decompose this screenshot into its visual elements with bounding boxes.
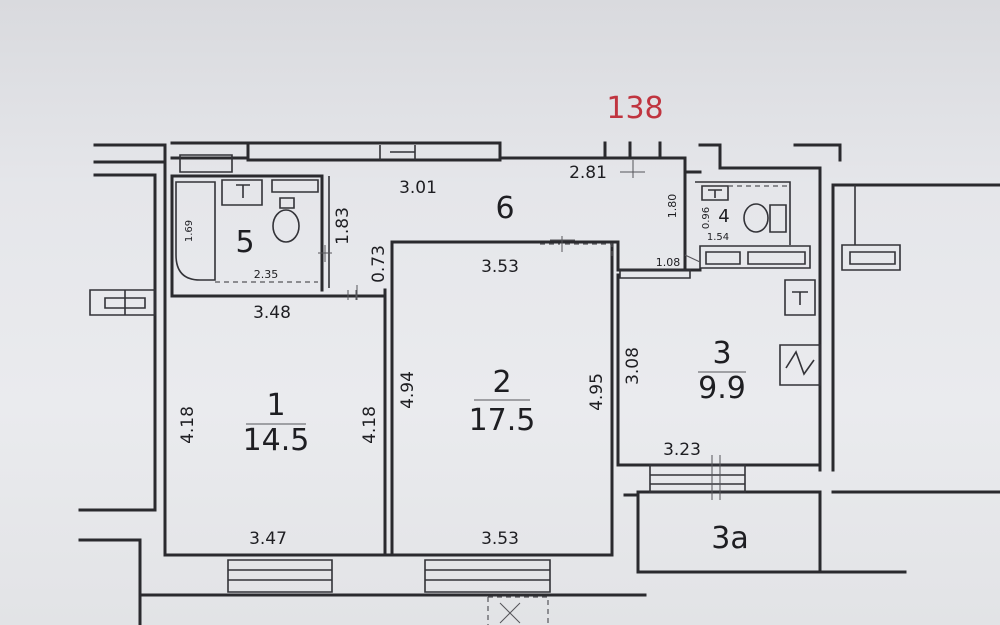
dim-347: 3.47 (249, 529, 287, 549)
dim-154: 1.54 (707, 232, 729, 243)
room-5-number: 5 (235, 225, 254, 260)
dim-169: 1.69 (184, 220, 195, 242)
dim-353-bottom: 3.53 (481, 529, 519, 549)
dim-108: 1.08 (656, 256, 681, 269)
dim-180: 1.80 (666, 194, 679, 219)
dim-348: 3.48 (253, 303, 291, 323)
building-number: 138 (606, 91, 663, 126)
dim-096: 0.96 (701, 207, 712, 229)
interior-walls (170, 160, 1000, 574)
dim-418-left: 4.18 (178, 406, 198, 444)
dim-308: 3.08 (623, 347, 643, 385)
room-2-number: 2 (492, 365, 511, 400)
room-1-number: 1 (266, 388, 285, 423)
room-1-area: 14.5 (243, 423, 310, 458)
dim-495: 4.95 (587, 373, 607, 411)
room-3-number: 3 (712, 336, 731, 371)
dim-301: 3.01 (399, 178, 437, 198)
dim-323: 3.23 (663, 440, 701, 460)
room-3-area: 9.9 (698, 371, 746, 406)
dim-281: 2.81 (569, 163, 607, 183)
dim-073: 0.73 (369, 245, 389, 283)
dimension-labels: 3.01 2.81 1.83 0.73 1.69 2.35 3.48 4.18 … (178, 163, 729, 549)
exterior-walls (78, 141, 1000, 625)
room-3a-number: 3а (711, 521, 748, 556)
dim-494: 4.94 (398, 371, 418, 409)
dim-353-top: 3.53 (481, 257, 519, 277)
room-4-number: 4 (718, 206, 729, 227)
dim-418-right: 4.18 (360, 406, 380, 444)
room-2-area: 17.5 (469, 403, 536, 438)
room-6-number: 6 (495, 191, 514, 226)
room-labels: 1 14.5 2 17.5 3 9.9 3а 4 5 6 (235, 191, 748, 556)
dim-235: 2.35 (254, 268, 279, 281)
dim-183: 1.83 (333, 207, 353, 245)
